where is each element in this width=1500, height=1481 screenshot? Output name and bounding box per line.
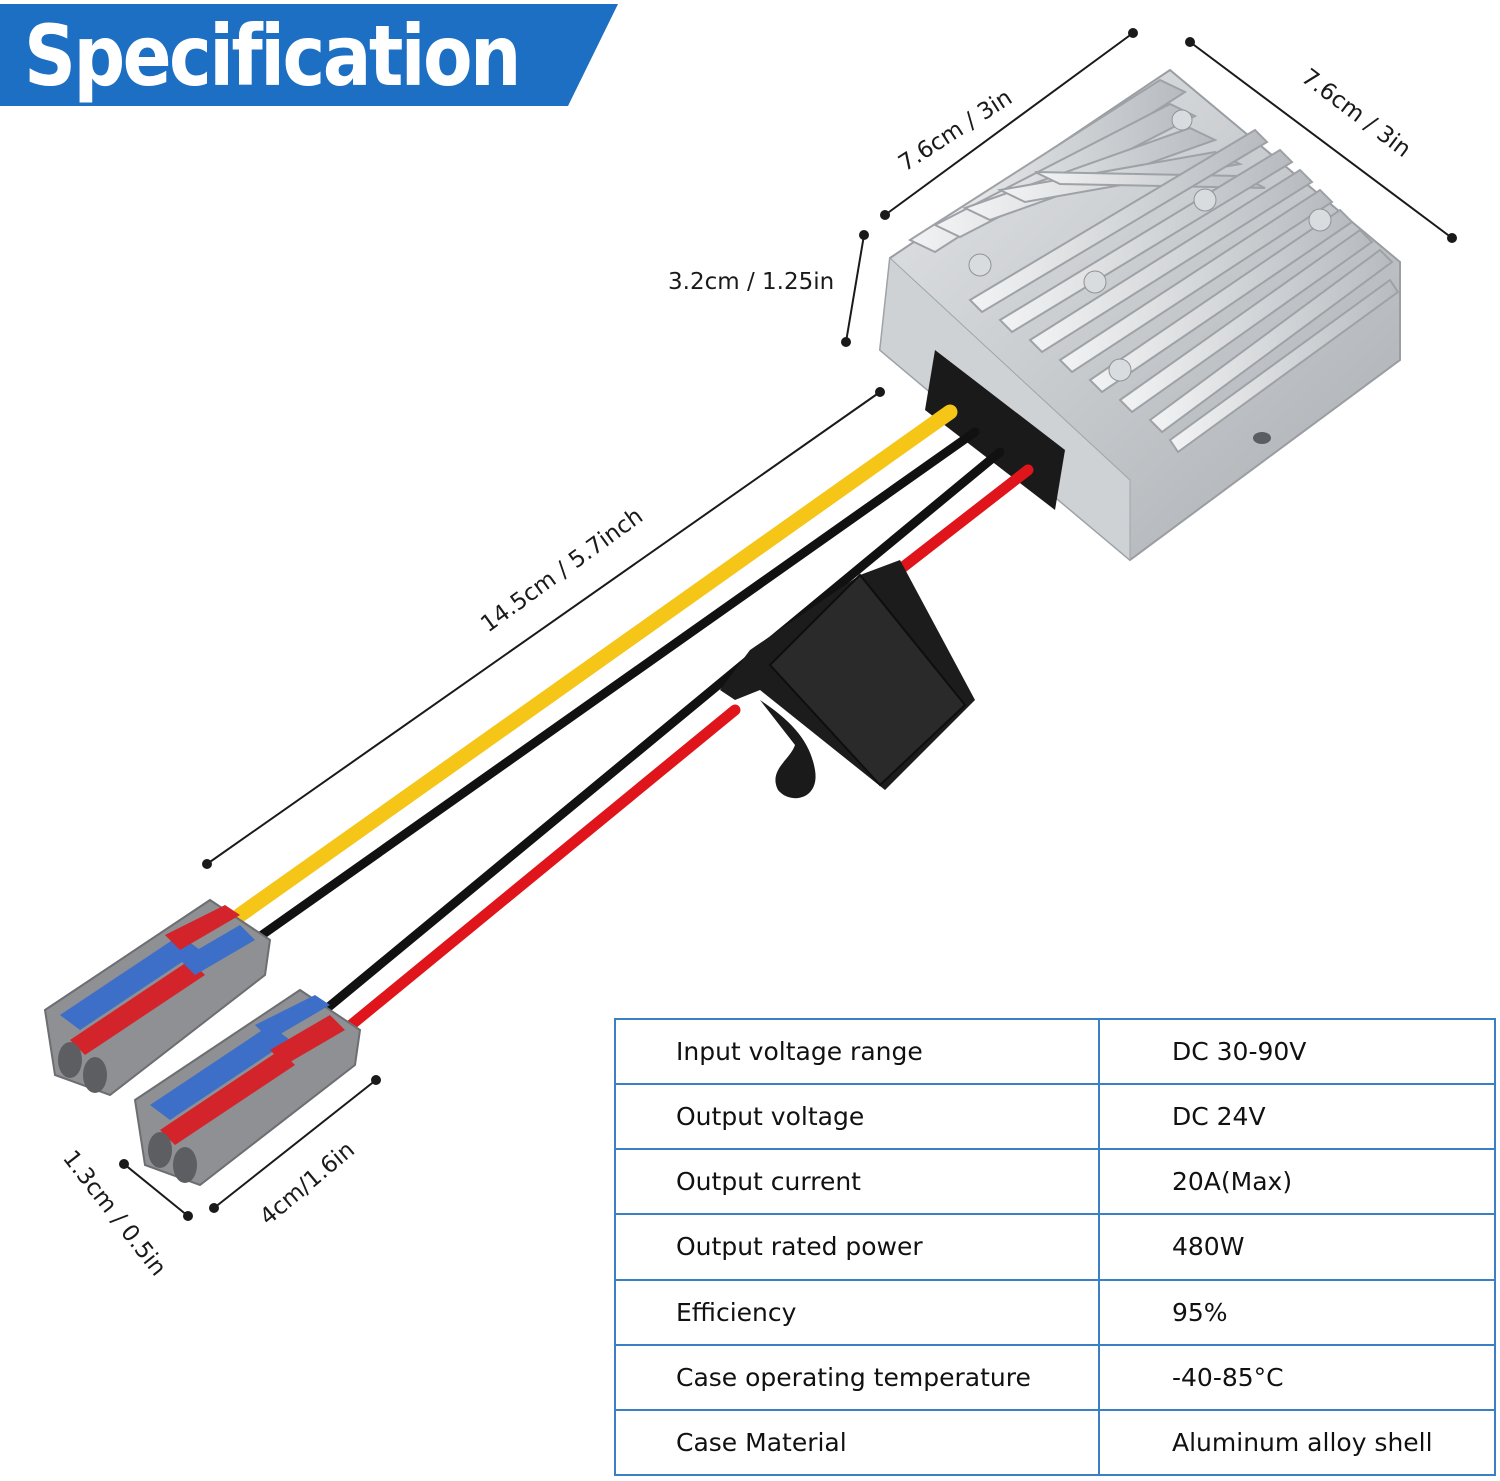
wires: [232, 404, 1034, 1036]
spec-value: Aluminum alloy shell: [1098, 1408, 1496, 1477]
fuse-holder: [720, 560, 975, 799]
dim-cable-length: 14.5cm / 5.7inch: [476, 503, 648, 638]
table-row: Case operating temperature-40-85°C: [614, 1343, 1496, 1411]
spec-value: DC 24V: [1098, 1083, 1496, 1151]
spec-value: DC 30-90V: [1098, 1017, 1496, 1086]
lever-connector-2: [133, 988, 362, 1187]
wire-yellow: [232, 404, 958, 923]
spec-value: -40-85°C: [1098, 1343, 1496, 1411]
wire-black-1: [257, 427, 980, 940]
page-title: Specification: [24, 7, 521, 105]
spec-label: Input voltage range: [614, 1017, 1100, 1086]
spec-label: Output current: [614, 1148, 1100, 1216]
spec-value: 20A(Max): [1098, 1148, 1496, 1216]
wire-black-2: [320, 447, 1005, 1015]
dimension-lines: [119, 28, 1457, 1221]
spec-label: Output rated power: [614, 1213, 1100, 1281]
spec-label: Case operating temperature: [614, 1343, 1100, 1411]
spec-label: Efficiency: [614, 1278, 1100, 1346]
wire-red-1: [874, 464, 1034, 591]
spec-value: 480W: [1098, 1213, 1496, 1281]
dim-height: 3.2cm / 1.25in: [668, 269, 834, 295]
dim-length-right: 7.6cm / 3in: [1296, 64, 1415, 163]
dim-connector-length: 4cm/1.6in: [255, 1137, 360, 1231]
spec-label: Output voltage: [614, 1083, 1100, 1151]
title-banner: [0, 4, 618, 106]
spec-value: 95%: [1098, 1278, 1496, 1346]
heatsink-fins: [907, 78, 1400, 454]
converter-body: [878, 68, 1401, 562]
lever-connector-1: [43, 898, 272, 1097]
spec-label: Case Material: [614, 1408, 1100, 1477]
wire-red-2: [339, 704, 741, 1036]
